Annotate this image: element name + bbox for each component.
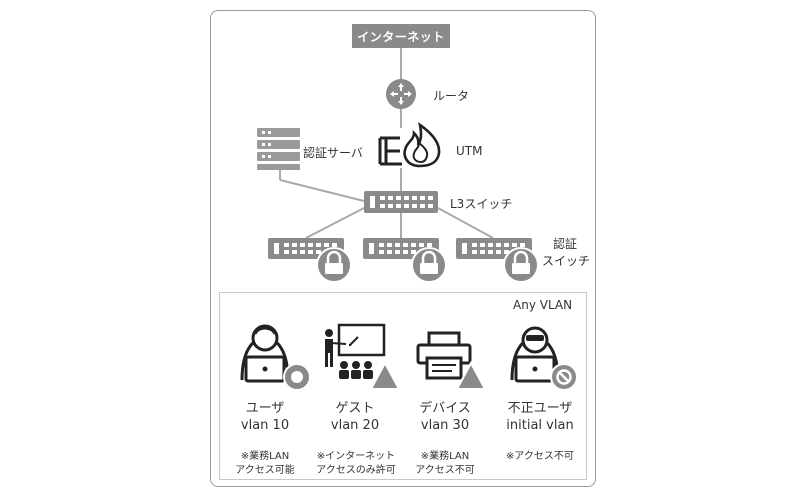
auth-switch-3 [456, 238, 539, 283]
auth-switch-2 [363, 238, 447, 283]
endpoint-device: デバイス vlan 30 [410, 400, 480, 434]
unauthorized-user-icon [510, 326, 578, 391]
note-user: ※業務LAN アクセス可能 [225, 450, 305, 478]
guest-presentation-icon [325, 323, 401, 390]
endpoint-name: ユーザ [245, 401, 285, 416]
endpoint-name: ゲスト [335, 401, 375, 416]
printer-icon [416, 331, 487, 390]
endpoint-guest: ゲスト vlan 20 [320, 400, 390, 434]
endpoint-vlan: vlan 30 [420, 418, 470, 433]
utm-label: UTM [456, 144, 483, 158]
endpoint-unauthorized: 不正ユーザ initial vlan [495, 400, 585, 434]
note-guest: ※インターネット アクセスのみ許可 [310, 450, 402, 478]
endpoint-vlan: initial vlan [506, 418, 574, 433]
auth-server-label: 認証サーバ [303, 146, 363, 160]
note-device: ※業務LAN アクセス不可 [405, 450, 485, 478]
auth-server-icon [257, 128, 300, 170]
note-line: アクセスのみ許可 [316, 465, 396, 476]
note-line: ※インターネット [316, 451, 396, 462]
auth-switch-1 [268, 238, 352, 283]
endpoint-name: 不正ユーザ [507, 401, 573, 416]
connection-lines [279, 48, 494, 239]
l3-switch-icon [364, 191, 438, 213]
note-line: ※アクセス不可 [506, 451, 574, 462]
endpoint-vlan: vlan 20 [330, 418, 380, 433]
endpoint-vlan: vlan 10 [240, 418, 290, 433]
router-label: ルータ [433, 89, 470, 103]
utm-firewall-icon [378, 122, 441, 168]
note-line: アクセス可能 [235, 465, 295, 476]
router-icon [386, 79, 416, 109]
user-hoodie-icon [240, 324, 311, 391]
l3-switch-label: L3スイッチ [450, 197, 513, 211]
endpoint-name: デバイス [419, 401, 471, 416]
internet-node: インターネット [352, 24, 450, 48]
any-vlan-label: Any VLAN [513, 298, 573, 312]
note-line: ※業務LAN [420, 451, 470, 462]
auth-switch-label-line1: 認証 [553, 237, 578, 251]
any-vlan-area [219, 292, 587, 480]
note-unauthorized: ※アクセス不可 [495, 450, 585, 464]
endpoint-user: ユーザ vlan 10 [230, 400, 300, 434]
note-line: ※業務LAN [240, 451, 290, 462]
note-line: アクセス不可 [415, 465, 475, 476]
auth-switch-label-line2: スイッチ [542, 254, 591, 268]
